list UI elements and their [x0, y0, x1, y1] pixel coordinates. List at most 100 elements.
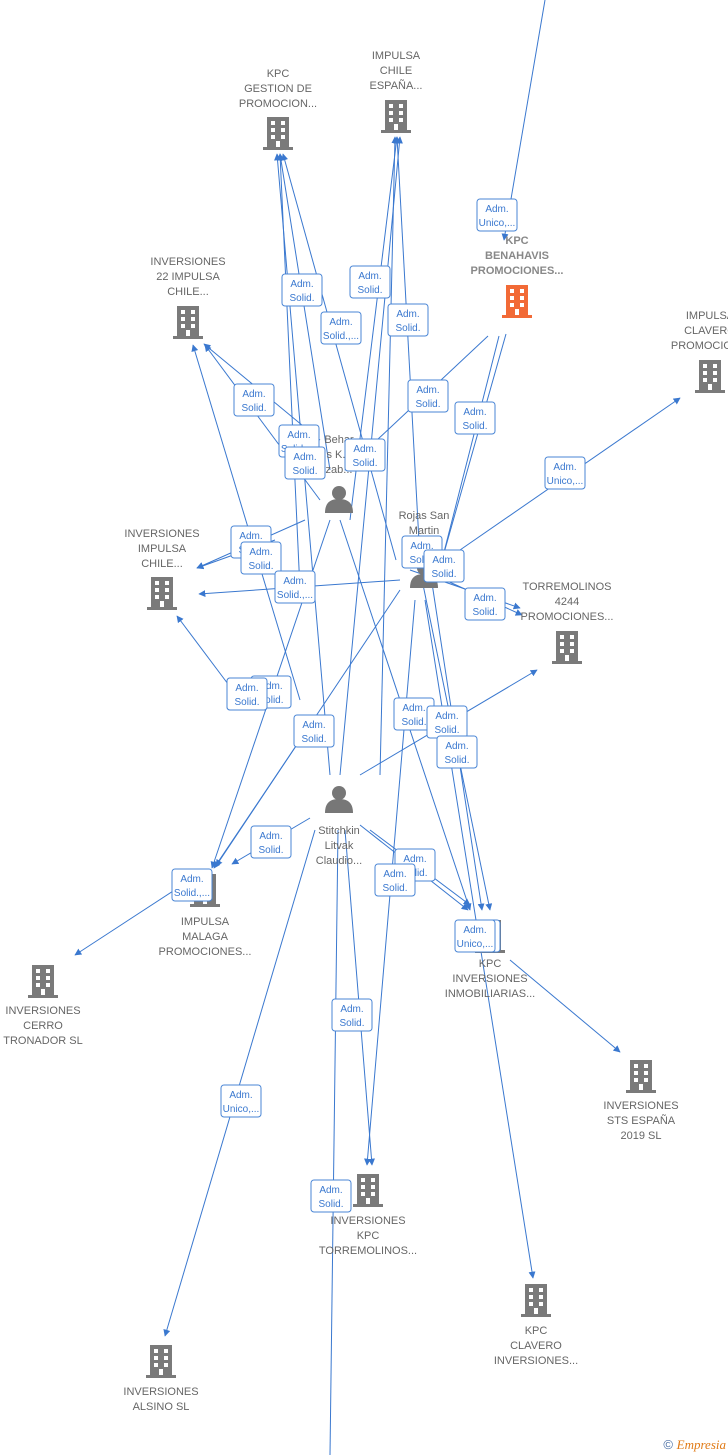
building-icon: [263, 117, 293, 150]
edge-label-box[interactable]: Adm.Unico,...: [454, 919, 496, 953]
edge-label-text: Adm.: [473, 593, 496, 604]
node-label-line: Litvak: [325, 840, 354, 852]
edge-label-box[interactable]: Adm.Solid.: [344, 438, 386, 472]
edge-label-box[interactable]: Adm. Solid.: [454, 401, 496, 435]
edge-label-text: Solid.: [248, 561, 273, 572]
node-label-line: IMPULSA: [138, 543, 187, 555]
edge-label-text: Adm.: [329, 317, 352, 328]
edge-label-box[interactable]: Adm.Solid.: [423, 549, 465, 583]
edge-label-box[interactable]: Adm.Unico,...: [544, 456, 586, 490]
edge-label-text: Solid.: [472, 607, 497, 618]
node-kpc-clavero-inv[interactable]: KPCCLAVEROINVERSIONES...: [494, 1284, 578, 1367]
edge-label-text: Adm.: [410, 541, 433, 552]
node-label-line: INVERSIONES: [150, 256, 225, 268]
edge-label-box[interactable]: Adm.Solid.: [293, 714, 335, 748]
edge-label-text: Solid.: [301, 734, 326, 745]
edge-label-text: Adm.: [340, 1004, 363, 1015]
edge-labels: Adm.Unico,...Adm.Solid.Adm.Solid.Adm.Sol…: [171, 198, 586, 1213]
node-kpc-inversiones-inmob[interactable]: KPCINVERSIONESINMOBILIARIAS...: [445, 920, 535, 1000]
edge-label-box[interactable]: Adm.Solid.: [240, 541, 282, 575]
edge-label-box[interactable]: Adm. Solid.: [426, 705, 468, 739]
node-label-line: INVERSIONES: [452, 973, 527, 985]
node-stitchkin[interactable]: StitchkinLitvakClaudio...: [316, 786, 362, 867]
node-impulsa-malaga[interactable]: IMPULSAMALAGAPROMOCIONES...: [159, 874, 252, 958]
node-impulsa-clavero[interactable]: IMPULSACLAVEROPROMOCION...: [671, 310, 728, 393]
edge-label-box[interactable]: Adm. Unico,...: [220, 1084, 262, 1118]
edge-label-text: Solid.: [395, 323, 420, 334]
node-impulsa-chile-espana[interactable]: IMPULSACHILEESPAÑA...: [370, 50, 423, 133]
edge-label-box[interactable]: Adm.Solid.: [233, 383, 275, 417]
edge-label-box[interactable]: Adm.Solid.,...: [320, 311, 362, 345]
edge-label-text: Solid.: [434, 725, 459, 736]
edge-line: [74, 879, 191, 956]
edge-label-text: Solid.: [357, 285, 382, 296]
footer-brand[interactable]: © Empresia: [663, 1437, 726, 1453]
node-label-line: INVERSIONES: [603, 1100, 678, 1112]
building-icon: [552, 631, 582, 664]
edge-line: [163, 829, 316, 1337]
copyright-symbol: ©: [663, 1437, 674, 1452]
edge-label-box[interactable]: Adm.Solid.: [387, 303, 429, 337]
edge-label-box[interactable]: Adm.Solid.: [349, 265, 391, 299]
node-label-line: PROMOCION...: [239, 98, 317, 110]
edge-label-text: Solid.: [462, 421, 487, 432]
node-label-line: CERRO: [23, 1020, 63, 1032]
building-icon: [173, 306, 203, 339]
edge-line: [329, 829, 339, 1455]
edge-label-box[interactable]: Adm.Solid.: [284, 446, 326, 480]
edge-label-box[interactable]: Adm.Solid.,...: [171, 868, 213, 902]
node-label-line: KPC: [525, 1325, 548, 1337]
edge-label-text: Adm.: [229, 1090, 252, 1101]
edge-label-text: Solid.: [241, 403, 266, 414]
edge-label-text: Adm.: [553, 462, 576, 473]
node-torremolinos-4244[interactable]: TORREMOLINOS4244PROMOCIONES...: [521, 581, 614, 664]
edge-label-text: Solid.: [289, 293, 314, 304]
node-label-line: IMPULSA: [686, 310, 728, 322]
edge-label-box[interactable]: Adm. Solid.: [407, 379, 449, 413]
edge-label-text: Solid.: [415, 399, 440, 410]
building-icon: [521, 1284, 551, 1317]
node-label-line: KPC: [267, 68, 290, 80]
person-icon: [325, 786, 353, 813]
edge-label-text: Adm.: [463, 407, 486, 418]
node-label-line: STS ESPAÑA: [607, 1114, 676, 1127]
edge-label-box[interactable]: Adm.Unico,...: [476, 198, 518, 232]
edge-label-text: Adm.: [293, 452, 316, 463]
edge-label-text: Adm.: [319, 1185, 342, 1196]
node-label-line: INVERSIONES...: [494, 1355, 578, 1367]
edge-line: [440, 335, 500, 561]
edge-label-text: Solid.,...: [174, 888, 210, 899]
edge-label-box[interactable]: Adm.Solid.: [226, 677, 268, 711]
edge-label-text: Solid.: [352, 458, 377, 469]
node-kpc-benahavis[interactable]: KPCBENAHAVISPROMOCIONES...: [471, 235, 564, 318]
edge-label-text: Unico,...: [223, 1104, 260, 1115]
node-label-line: Stitchkin: [318, 825, 360, 837]
node-label-line: IMPULSA: [372, 50, 421, 62]
edge-label-box[interactable]: Adm.Solid.: [281, 273, 323, 307]
edge-label-text: Adm.: [445, 741, 468, 752]
node-inversiones-kpc-torre[interactable]: INVERSIONESKPCTORREMOLINOS...: [319, 1174, 417, 1257]
edge-label-box[interactable]: Adm. Solid.: [464, 587, 506, 621]
edge-label-text: Adm.: [435, 711, 458, 722]
edge-label-text: Adm.: [416, 385, 439, 396]
edge-line: [277, 153, 331, 471]
edge-label-box[interactable]: Adm. Solid.: [310, 1179, 352, 1213]
edge-label-box[interactable]: Adm.Solid.,...: [274, 570, 316, 604]
edge-label-box[interactable]: Adm.Solid.: [374, 863, 416, 897]
node-label-line: Rojas San: [399, 510, 450, 522]
node-label-line: PROMOCION...: [671, 340, 728, 352]
edge-label-box[interactable]: Adm.Solid.: [436, 735, 478, 769]
edge-label-text: Solid.: [318, 1199, 343, 1210]
node-inversiones-impulsa-chile[interactable]: INVERSIONESIMPULSACHILE...: [124, 528, 200, 610]
edge-label-box[interactable]: Adm.Solid.: [250, 825, 292, 859]
edge-label-box[interactable]: Adm.Solid.: [331, 998, 373, 1032]
node-label-line: CHILE...: [167, 286, 209, 298]
node-label-line: TORREMOLINOS: [522, 581, 611, 593]
